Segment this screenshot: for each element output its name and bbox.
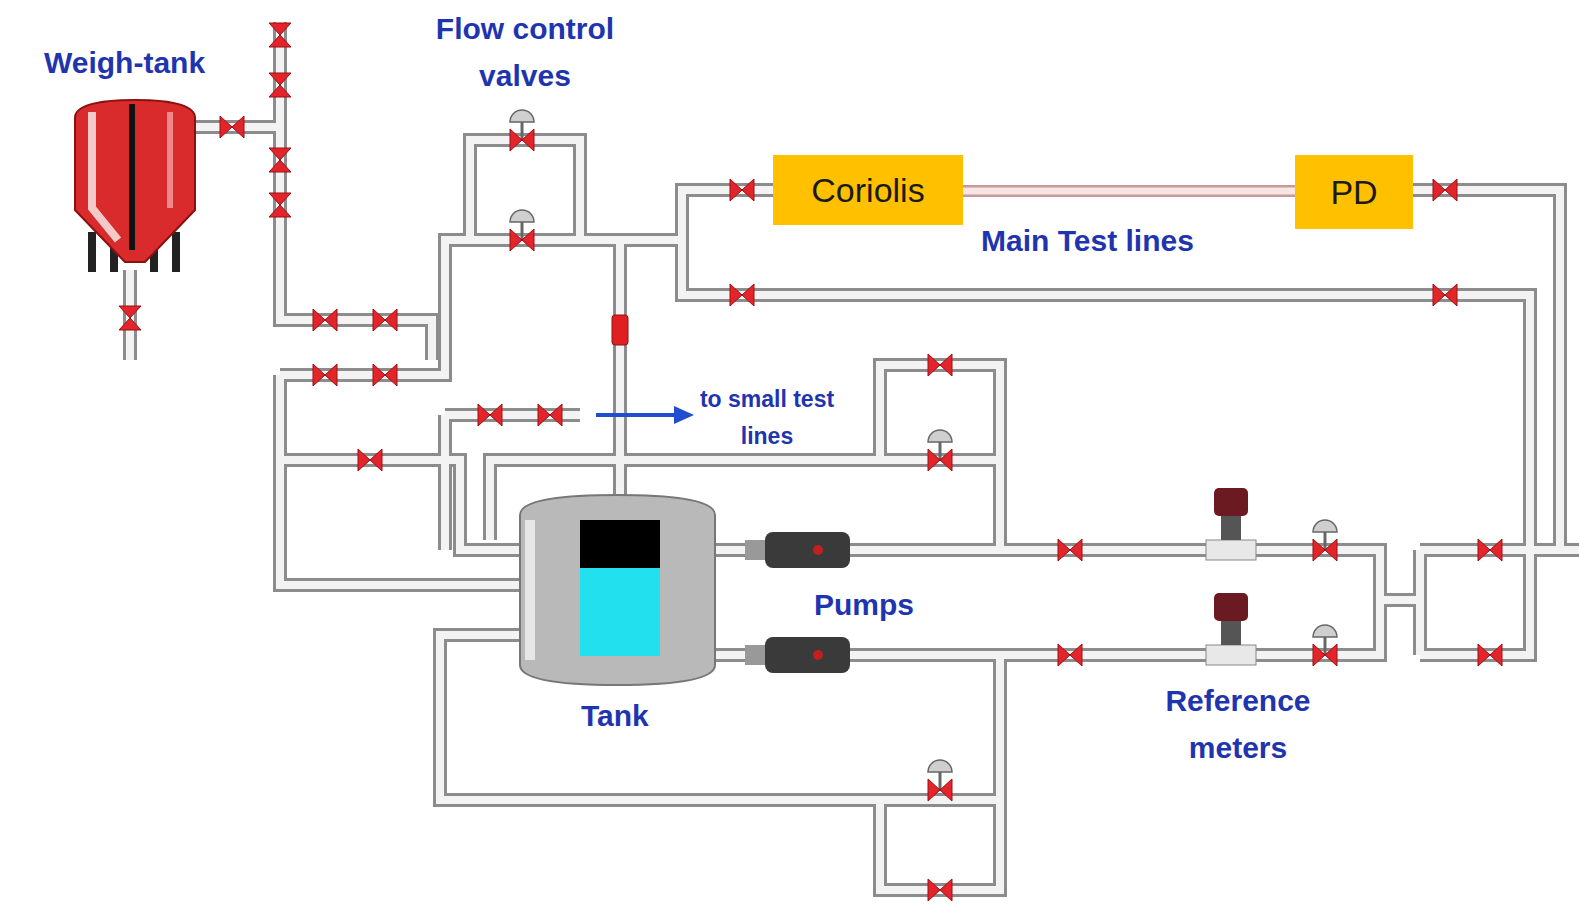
valve-symbol <box>269 23 291 47</box>
valve-symbol <box>220 116 244 138</box>
part-label: Pumps <box>814 582 914 629</box>
part-label: Reference meters <box>1118 678 1358 771</box>
valve-symbol <box>1478 644 1502 666</box>
valve-symbol <box>928 354 952 376</box>
valve-symbol <box>1313 644 1337 666</box>
valve-symbol <box>510 229 534 251</box>
valve-symbol <box>730 284 754 306</box>
meter-box: PD <box>1295 155 1413 229</box>
part-label: Tank <box>581 693 649 740</box>
meter-name: Coriolis <box>811 171 924 210</box>
valve-symbol <box>928 879 952 901</box>
flow-arrow <box>596 406 694 424</box>
actuator-dome <box>1313 520 1337 532</box>
valve-symbol <box>928 449 952 471</box>
meter-name: PD <box>1330 173 1377 212</box>
valve-symbol <box>119 306 141 330</box>
valve-symbol <box>538 404 562 426</box>
valve-symbol <box>1058 644 1082 666</box>
test-line-connector <box>963 191 1295 192</box>
meter-box: Coriolis <box>773 155 963 225</box>
valve-symbol <box>313 364 337 386</box>
actuator-dome <box>1313 625 1337 637</box>
valve-symbol <box>928 779 952 801</box>
weigh-tank-figure <box>75 100 195 272</box>
actuator-dome <box>928 760 952 772</box>
valve-symbol <box>1058 539 1082 561</box>
actuator-stem <box>521 120 524 140</box>
part-label: Weigh-tank <box>44 40 205 87</box>
actuator-stem <box>1324 635 1327 655</box>
valve-symbol <box>358 449 382 471</box>
actuator-stem <box>521 220 524 240</box>
valve-symbol <box>1313 539 1337 561</box>
part-label: Main Test lines <box>981 218 1194 265</box>
actuator-stem <box>1324 530 1327 550</box>
tank-figure <box>520 315 715 685</box>
part-label: Flow control valves <box>395 6 655 99</box>
pipe-inner <box>130 22 1579 890</box>
valve-symbol <box>269 193 291 217</box>
valve-symbol <box>269 73 291 97</box>
actuator-stem <box>939 770 942 790</box>
valve-symbol <box>730 179 754 201</box>
valve-symbol <box>1478 539 1502 561</box>
actuator-dome <box>510 110 534 122</box>
actuator-dome <box>928 430 952 442</box>
valve-symbol <box>510 129 534 151</box>
valve-symbol <box>313 309 337 331</box>
valve-symbol <box>1433 179 1457 201</box>
reference-meter-figures <box>1206 488 1256 665</box>
valve-symbol <box>269 148 291 172</box>
valve-symbol <box>373 364 397 386</box>
actuator-dome <box>510 210 534 222</box>
valve-symbol <box>1433 284 1457 306</box>
part-label: to small test lines <box>682 381 852 455</box>
valve-symbols <box>119 23 1502 901</box>
valve-symbol <box>478 404 502 426</box>
pipe-outline <box>130 22 1579 890</box>
valve-symbol <box>373 309 397 331</box>
actuator-stem <box>939 440 942 460</box>
